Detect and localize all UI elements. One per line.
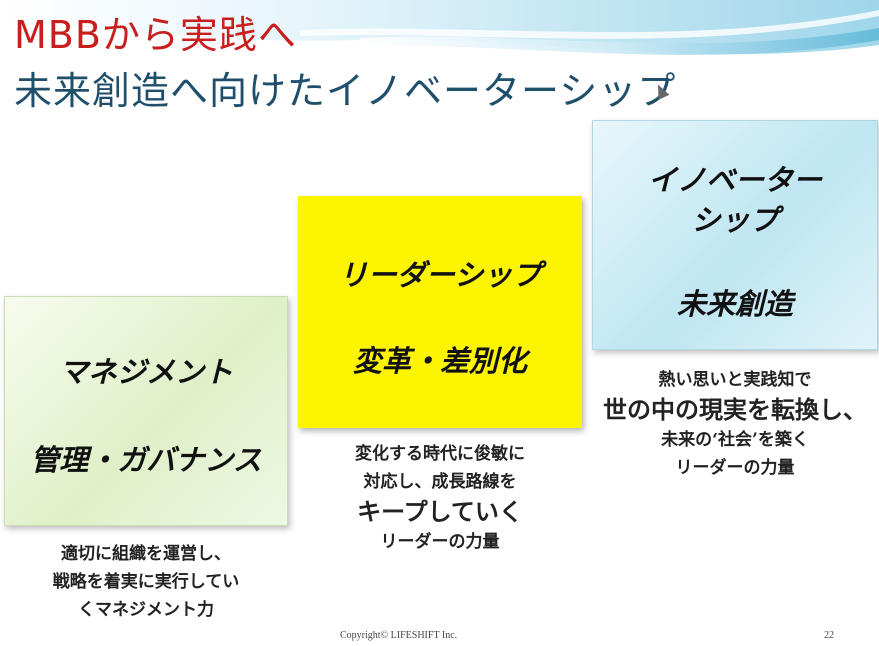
innovatorship-caption-line-2: 世の中の現実を転換し、 — [603, 395, 867, 424]
management-caption-line: くマネジメント力 — [78, 600, 214, 620]
management-subheading: 管理・ガバナンス — [30, 443, 262, 477]
copyright-text: Copyright© LIFESHIFT Inc. — [340, 630, 458, 641]
leadership-box: リーダーシップ 変革・差別化 — [298, 196, 582, 428]
leadership-caption-line-4: リーダーの力量 — [380, 532, 500, 552]
leadership-caption-line-1: 変化する時代に俊敏に — [355, 444, 525, 464]
leadership-caption: 変化する時代に俊敏に 対応し、成長路線を キープしていく リーダーの力量 — [298, 440, 582, 556]
management-caption-line: 適切に組織を運営し、 — [61, 544, 231, 564]
header-wave-decoration — [0, 0, 879, 55]
innovatorship-caption-line-4: リーダーの力量 — [675, 458, 795, 478]
page-number: 22 — [824, 630, 834, 641]
innovatorship-heading-line-2: シップ — [691, 203, 779, 237]
innovatorship-caption-line-3: 未来の‘社会’を築く — [661, 430, 809, 450]
leadership-subheading: 変革・差別化 — [352, 344, 527, 378]
innovatorship-caption: 熱い思いと実践知で 世の中の現実を転換し、 未来の‘社会’を築く リーダーの力量 — [592, 366, 878, 482]
leadership-heading: リーダーシップ — [338, 258, 542, 292]
innovatorship-heading-line-1: イノベーター — [647, 163, 822, 197]
leadership-caption-line-3: キープしていく — [357, 497, 523, 526]
title-line-1: MBBから実践へ — [14, 13, 297, 57]
management-caption-line: 戦略を着実に実行してい — [52, 572, 240, 592]
innovatorship-subheading: 未来創造 — [676, 287, 793, 321]
management-box: マネジメント 管理・ガバナンス — [4, 296, 288, 526]
innovatorship-box: イノベーター シップ 未来創造 — [592, 120, 878, 350]
management-caption: 適切に組織を運営し、 戦略を着実に実行してい くマネジメント力 — [4, 540, 288, 624]
innovatorship-caption-line-1: 熱い思いと実践知で — [658, 370, 812, 390]
management-heading: マネジメント — [58, 355, 233, 389]
title-line-2: 未来創造へ向けたイノベーターシップ — [14, 69, 677, 113]
leadership-caption-line-2: 対応し、成長路線を — [363, 472, 517, 492]
